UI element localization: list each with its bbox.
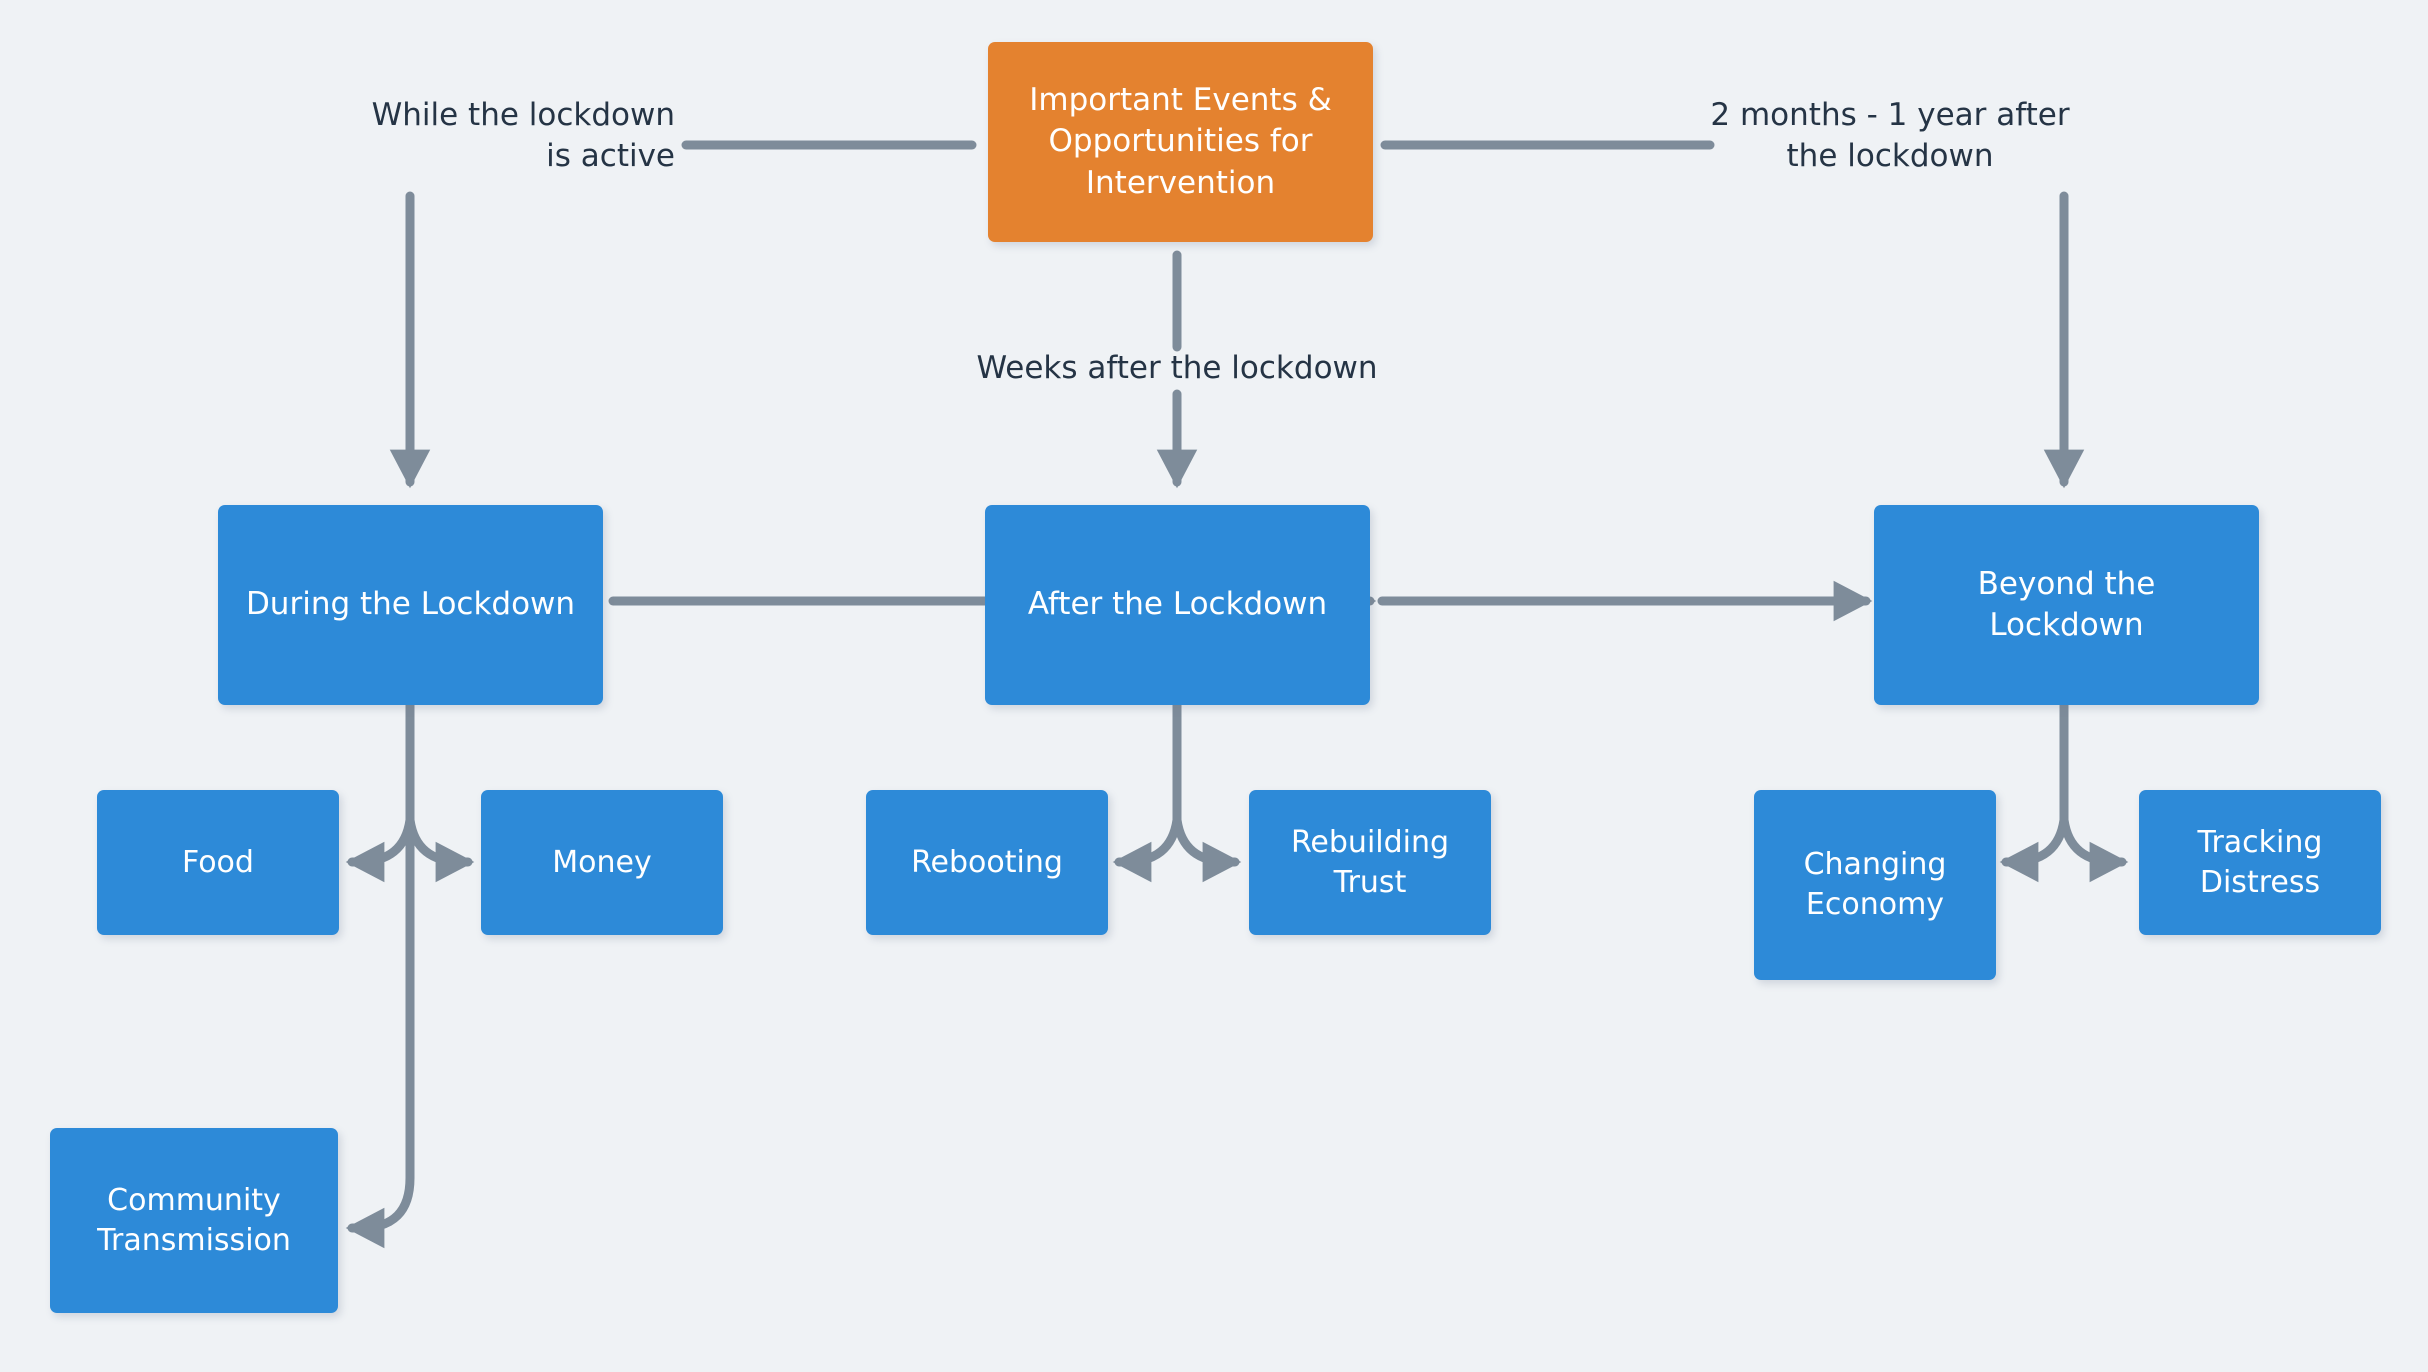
subtopic-node-changing-economy[interactable]: Changing Economy [1754, 790, 1996, 980]
phase-node-after-the-lockdown[interactable]: After the Lockdown [985, 505, 1370, 705]
branch-after-to-rebooting [1112, 815, 1182, 883]
branch-during-trunk [345, 700, 415, 1249]
subtopic-node-tracking-distress[interactable]: Tracking Distress [2139, 790, 2381, 935]
phase-node-beyond-the-lockdown[interactable]: Beyond the Lockdown [1874, 505, 2259, 705]
root-node-important-events[interactable]: Important Events & Opportunities for Int… [988, 42, 1373, 242]
edge-label-2-months-1-year-after: 2 months - 1 year after the lockdown [1710, 97, 2070, 175]
subtopic-node-money[interactable]: Money [481, 790, 723, 935]
edge-label-weeks-after-lockdown: Weeks after the lockdown [976, 350, 1378, 386]
branch-beyond-to-tracking-distress [2059, 815, 2129, 883]
subtopic-node-rebuilding-trust[interactable]: Rebuilding Trust [1249, 790, 1491, 935]
subtopic-node-rebooting[interactable]: Rebooting [866, 790, 1108, 935]
branch-beyond-to-changing-economy [1999, 815, 2069, 883]
subtopic-node-food[interactable]: Food [97, 790, 339, 935]
branch-during-to-food [345, 815, 415, 883]
phase-node-during-the-lockdown[interactable]: During the Lockdown [218, 505, 603, 705]
subtopic-node-community-transmission[interactable]: Community Transmission [50, 1128, 338, 1313]
edge-label-while-lockdown-active: While the lockdown is active [371, 97, 675, 175]
branch-after-to-rebuilding-trust [1172, 815, 1242, 883]
branch-during-to-money [405, 815, 475, 883]
